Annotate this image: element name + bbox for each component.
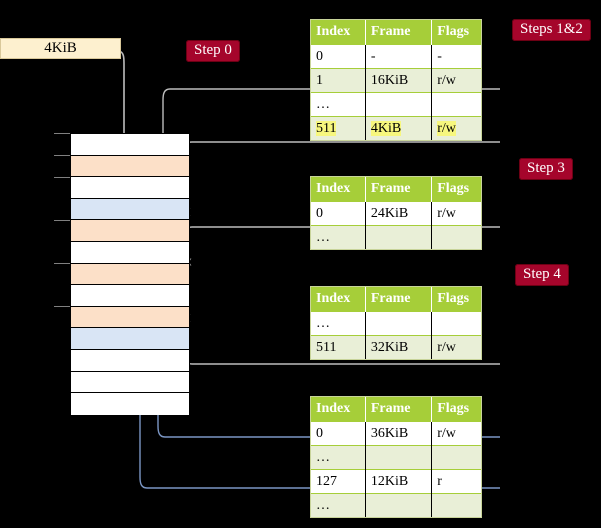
cell-flags: r/w [431, 68, 481, 93]
memory-block [71, 349, 189, 372]
memory-tick [54, 263, 70, 264]
table-row: … [311, 92, 481, 117]
cell-frame: 12KiB [365, 469, 433, 494]
memory-tick [54, 133, 70, 134]
memory-tick [54, 306, 70, 307]
cell-index: 127 [311, 469, 366, 494]
wire-step12-root [183, 141, 500, 156]
memory-tick [54, 155, 70, 156]
memory-block [71, 263, 189, 286]
step-label-step3: Step 3 [519, 158, 573, 180]
column-header-flags: Flags [431, 397, 481, 422]
cell-frame: 36KiB [365, 421, 433, 446]
memory-block [71, 241, 189, 264]
cell-frame [365, 225, 433, 249]
table-row-highlighted: 511 4KiB r/w [311, 116, 481, 140]
memory-block [71, 134, 189, 156]
cell-frame: 16KiB [365, 68, 433, 93]
column-header-index: Index [311, 20, 366, 45]
column-header-index: Index [311, 397, 366, 422]
step-label-step0: Step 0 [186, 40, 240, 62]
highlight-frame: 4KiB [370, 121, 402, 136]
memory-block [71, 393, 189, 415]
cell-index: … [311, 311, 366, 336]
cell-index: … [311, 445, 366, 470]
step-label-step4: Step 4 [515, 264, 569, 286]
memory-block [71, 155, 189, 178]
cell-flags [431, 445, 481, 470]
page-table-level-3: Index Frame Flags 0 36KiB r/w … 127 12Ki… [311, 397, 481, 517]
column-header-frame: Frame [365, 287, 433, 312]
table-row: … [311, 225, 481, 249]
table-header-row: Index Frame Flags [311, 177, 481, 202]
page-table-level-0: Index Frame Flags 0 - - 1 16KiB r/w … [311, 20, 481, 140]
memory-tick [54, 177, 70, 178]
memory-block [71, 220, 189, 242]
table-row: 0 36KiB r/w [311, 421, 481, 446]
cell-flags [431, 92, 481, 117]
highlight-index: 511 [316, 121, 337, 136]
cell-flags: - [431, 44, 481, 69]
table-row: … [311, 445, 481, 470]
cell-flags: r/w [431, 335, 481, 359]
cell-frame: 32KiB [365, 335, 433, 359]
table-row: 0 24KiB r/w [311, 201, 481, 226]
column-header-frame: Frame [365, 177, 433, 202]
table-header-row: Index Frame Flags [311, 397, 481, 422]
page-table-level-1: Index Frame Flags 0 24KiB r/w … [311, 177, 481, 249]
column-header-index: Index [311, 177, 366, 202]
cell-index: 0 [311, 44, 366, 69]
cell-flags [431, 311, 481, 336]
cell-frame [365, 493, 433, 517]
table-row: 0 - - [311, 44, 481, 69]
highlight-flags: r/w [437, 121, 456, 136]
column-header-frame: Frame [365, 397, 433, 422]
memory-block [71, 177, 189, 199]
memory-tick [54, 220, 70, 221]
column-header-flags: Flags [431, 177, 481, 202]
cell-frame [365, 445, 433, 470]
cell-flags: r/w [431, 421, 481, 446]
step-label-steps12: Steps 1&2 [512, 19, 591, 41]
cell-index: 511 [311, 116, 366, 140]
cell-frame: 24KiB [365, 201, 433, 226]
cell-frame: 4KiB [365, 116, 433, 140]
memory-block [71, 306, 189, 329]
table-row: 127 12KiB r [311, 469, 481, 494]
table-row: 511 32KiB r/w [311, 335, 481, 359]
physical-memory-column [70, 133, 190, 415]
cell-flags: r/w [431, 116, 481, 140]
memory-block [71, 371, 189, 394]
cell-flags [431, 225, 481, 249]
request-label: 4KiB [44, 40, 77, 56]
table-row: 1 16KiB r/w [311, 68, 481, 93]
page-table-level-2: Index Frame Flags … 511 32KiB r/w [311, 287, 481, 359]
cell-index: 511 [311, 335, 366, 359]
column-header-frame: Frame [365, 20, 433, 45]
cell-flags: r [431, 469, 481, 494]
cell-frame [365, 92, 433, 117]
cell-index: … [311, 92, 366, 117]
cell-index: 1 [311, 68, 366, 93]
memory-block [71, 328, 189, 350]
table-header-row: Index Frame Flags [311, 287, 481, 312]
request-box: 4KiB [0, 38, 121, 59]
cell-frame [365, 311, 433, 336]
memory-block [71, 198, 189, 221]
cell-flags [431, 493, 481, 517]
cell-frame: - [365, 44, 433, 69]
table-row: … [311, 493, 481, 517]
column-header-flags: Flags [431, 287, 481, 312]
cell-index: … [311, 493, 366, 517]
table-row: … [311, 311, 481, 336]
memory-block [71, 285, 189, 307]
table-header-row: Index Frame Flags [311, 20, 481, 45]
cell-index: … [311, 225, 366, 249]
cell-index: 0 [311, 201, 366, 226]
cell-flags: r/w [431, 201, 481, 226]
column-header-flags: Flags [431, 20, 481, 45]
column-header-index: Index [311, 287, 366, 312]
cell-index: 0 [311, 421, 366, 446]
